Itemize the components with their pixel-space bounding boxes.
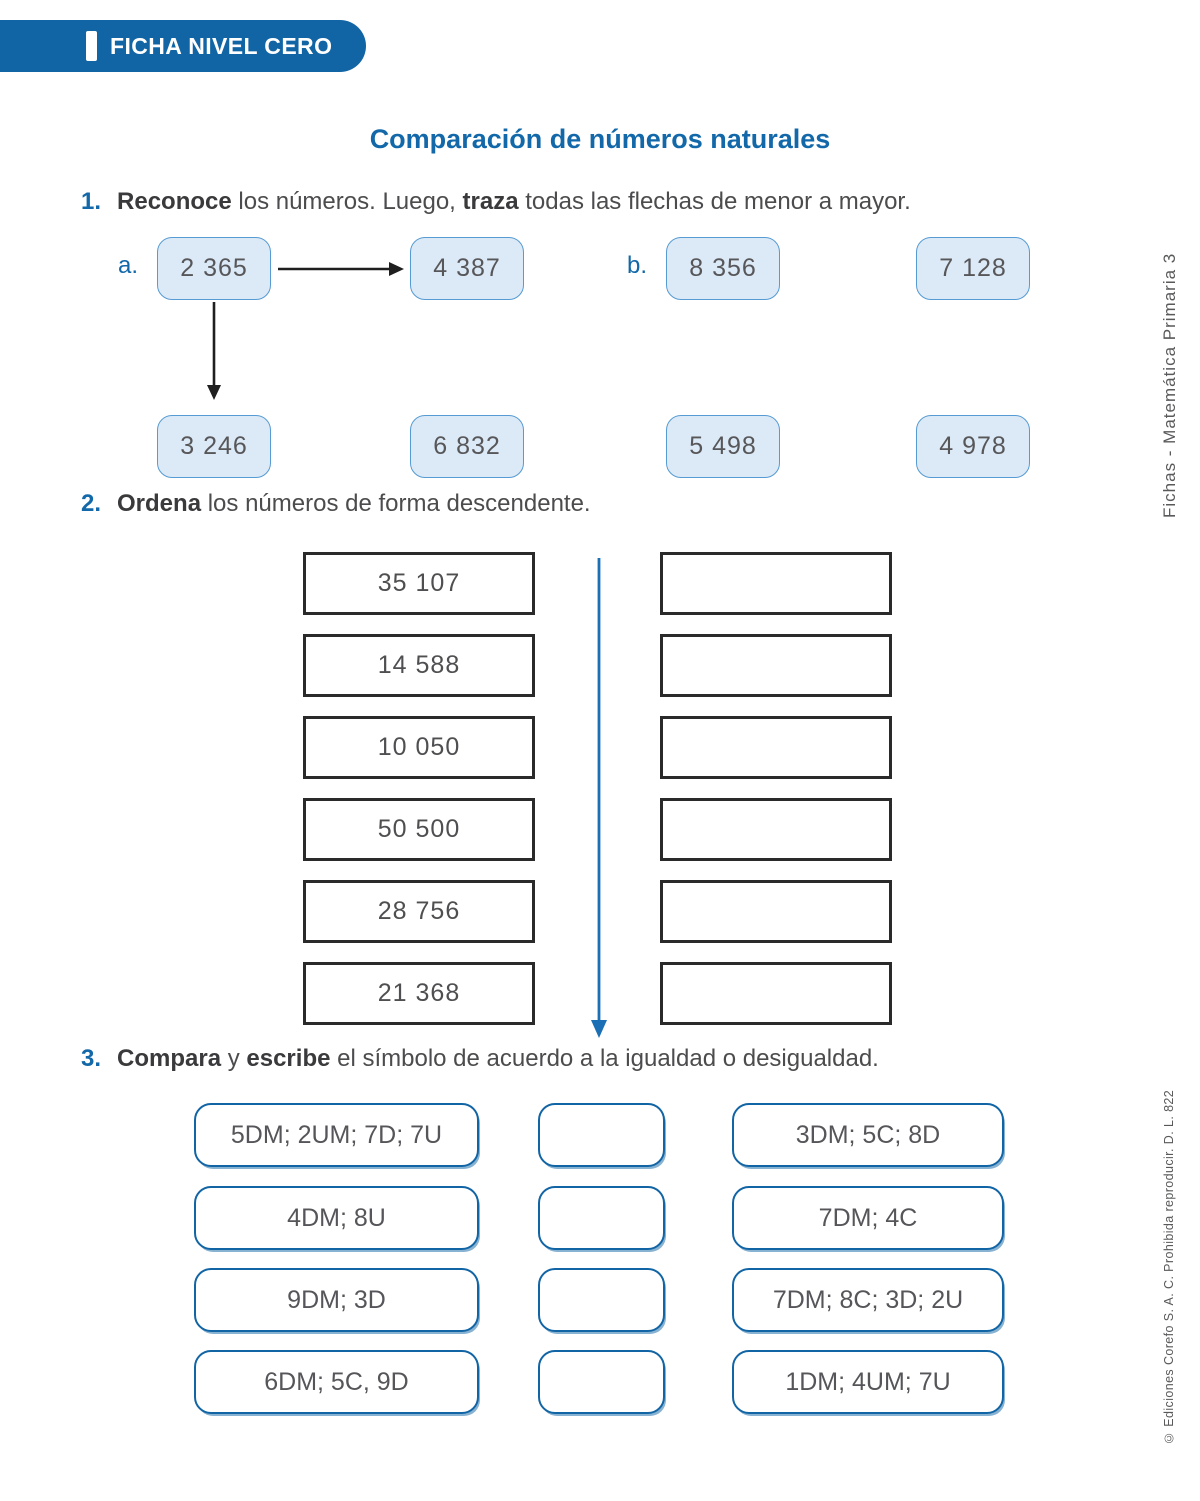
answer-box-6[interactable] bbox=[660, 962, 892, 1025]
exercise2-number: 2. bbox=[81, 490, 102, 517]
source-number-box: 21 368 bbox=[303, 962, 535, 1025]
answer-box-4[interactable] bbox=[660, 798, 892, 861]
symbol-answer-box-3[interactable] bbox=[538, 1268, 665, 1332]
margin-note-series: Fichas - Matemática Primaria 3 bbox=[1160, 252, 1179, 518]
answer-box-5[interactable] bbox=[660, 880, 892, 943]
exercise3-verb-1: Compara bbox=[117, 1045, 222, 1072]
comparison-left-box: 6DM; 5C, 9D bbox=[194, 1350, 479, 1414]
number-box-3246[interactable]: 3 246 bbox=[157, 415, 271, 478]
banner-bullet-icon bbox=[86, 31, 97, 61]
source-number-box: 10 050 bbox=[303, 716, 535, 779]
number-box-7128[interactable]: 7 128 bbox=[916, 237, 1030, 300]
answer-box-2[interactable] bbox=[660, 634, 892, 697]
number-box-2365[interactable]: 2 365 bbox=[157, 237, 271, 300]
source-number-box: 35 107 bbox=[303, 552, 535, 615]
page-title: Comparación de números naturales bbox=[369, 124, 831, 154]
descending-order-arrow bbox=[591, 558, 607, 1038]
arrow-2365-to-3246 bbox=[207, 302, 221, 400]
comparison-right-box: 3DM; 5C; 8D bbox=[732, 1103, 1004, 1167]
exercise1-text-1: los números. Luego, bbox=[231, 188, 463, 215]
exercise3-text-2: el símbolo de acuerdo a la igualdad o de… bbox=[330, 1045, 879, 1072]
exercise1-text-2: todas las flechas de menor a mayor. bbox=[518, 188, 911, 215]
exercise1-verb-1: Reconoce bbox=[117, 188, 232, 215]
comparison-left-box: 9DM; 3D bbox=[194, 1268, 479, 1332]
exercise1-instruction: 1. Reconoce los números. Luego, traza tod… bbox=[81, 188, 1101, 216]
source-number-box: 28 756 bbox=[303, 880, 535, 943]
comparison-right-box: 7DM; 8C; 3D; 2U bbox=[732, 1268, 1004, 1332]
number-box-6832[interactable]: 6 832 bbox=[410, 415, 524, 478]
exercise2-instruction: 2. Ordena los números de forma descendent… bbox=[81, 490, 1101, 518]
number-box-8356[interactable]: 8 356 bbox=[666, 237, 780, 300]
comparison-right-box: 1DM; 4UM; 7U bbox=[732, 1350, 1004, 1414]
source-number-box: 50 500 bbox=[303, 798, 535, 861]
symbol-answer-box-2[interactable] bbox=[538, 1186, 665, 1250]
symbol-answer-box-1[interactable] bbox=[538, 1103, 665, 1167]
exercise2-text: los números de forma descendente. bbox=[201, 490, 591, 517]
number-box-4387[interactable]: 4 387 bbox=[410, 237, 524, 300]
item-label-b: b. bbox=[627, 252, 648, 279]
exercise3-verb-2: escribe bbox=[246, 1045, 331, 1072]
comparison-left-box: 5DM; 2UM; 7D; 7U bbox=[194, 1103, 479, 1167]
number-box-4978[interactable]: 4 978 bbox=[916, 415, 1030, 478]
exercise3-number: 3. bbox=[81, 1045, 102, 1072]
symbol-answer-box-4[interactable] bbox=[538, 1350, 665, 1414]
header-banner: FICHA NIVEL CERO bbox=[0, 20, 366, 72]
answer-box-1[interactable] bbox=[660, 552, 892, 615]
arrow-2365-to-4387 bbox=[278, 262, 404, 276]
number-box-5498[interactable]: 5 498 bbox=[666, 415, 780, 478]
exercise3-text-1: y bbox=[221, 1045, 247, 1072]
comparison-right-box: 7DM; 4C bbox=[732, 1186, 1004, 1250]
exercise1-number: 1. bbox=[81, 188, 102, 215]
exercise3-instruction: 3. Compara y escribe el símbolo de acuerd… bbox=[81, 1045, 1101, 1073]
banner-title: FICHA NIVEL CERO bbox=[110, 32, 333, 59]
margin-note-copyright: © Ediciones Corefo S. A. C. Prohibida re… bbox=[1162, 1089, 1176, 1445]
comparison-left-box: 4DM; 8U bbox=[194, 1186, 479, 1250]
exercise1-verb-2: traza bbox=[462, 188, 519, 215]
source-number-box: 14 588 bbox=[303, 634, 535, 697]
exercise2-verb: Ordena bbox=[117, 490, 202, 517]
item-label-a: a. bbox=[118, 252, 139, 279]
answer-box-3[interactable] bbox=[660, 716, 892, 779]
